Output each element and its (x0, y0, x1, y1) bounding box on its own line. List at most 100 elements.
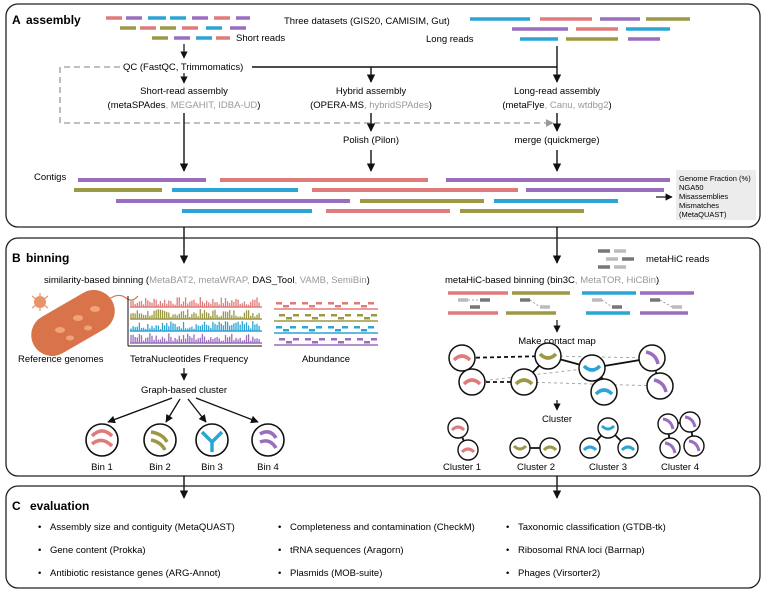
abundance-read (316, 326, 322, 329)
short-assembly-tools: (metaSPAdes, MEGAHIT, IDBA-UD) (108, 100, 261, 111)
short-reads-group (106, 16, 250, 40)
bullet: • (506, 545, 509, 556)
hybrid-assembly-title: Hybrid assembly (336, 86, 406, 97)
merge-label: merge (quickmerge) (515, 135, 600, 146)
bullet: • (278, 522, 281, 533)
evaluation-list: • Assembly size and contiguity (MetaQUAS… (38, 522, 666, 579)
arrow-to-bin1 (107, 397, 173, 424)
evaluation-item: Assembly size and contiguity (MetaQUAST) (50, 522, 235, 533)
tnf-label: TetraNucleotides Frequency (130, 354, 249, 365)
contact-network (448, 342, 674, 406)
abundance-read (312, 317, 318, 320)
paren: ( (310, 100, 314, 111)
contigs-label: Contigs (34, 172, 66, 183)
metric-item: NGA50 (679, 183, 704, 192)
metahic-binning-label: metaHiC-based binning (bin3C, MetaTOR, H… (445, 275, 659, 286)
tool-main: DAS_Tool (252, 275, 294, 286)
evaluation-item: tRNA sequences (Aragorn) (290, 545, 404, 556)
abundance-read (283, 329, 289, 332)
abundance-read (286, 341, 292, 344)
bin-label: Bin 2 (149, 462, 171, 473)
abundance-read (286, 317, 292, 320)
paren: ) (608, 100, 611, 111)
short-assembly-title: Short-read assembly (140, 86, 228, 97)
abundance-read (345, 314, 351, 317)
abundance-read (328, 302, 334, 305)
evaluation-item: Gene content (Prokka) (50, 545, 146, 556)
abundance-read (345, 338, 351, 341)
tnf-chart (127, 296, 262, 347)
label-suffix: ) (367, 275, 370, 286)
bullet: • (278, 568, 281, 579)
abundance-read (283, 305, 289, 308)
metric-item: Mismatches (679, 201, 719, 210)
tool-main: metaFlye (506, 100, 545, 111)
panel-b-title: binning (26, 251, 69, 265)
bin-label: Bin 4 (257, 462, 279, 473)
long-reads-group (470, 17, 690, 41)
hic-mapping (448, 291, 694, 315)
abundance-read (309, 329, 315, 332)
abundance-read (309, 305, 315, 308)
bullet: • (38, 545, 41, 556)
paren: ( (502, 100, 506, 111)
arrow-to-bin4 (195, 397, 259, 424)
evaluation-item: Plasmids (MOB-suite) (290, 568, 382, 579)
metahic-reads-icon (598, 249, 634, 269)
tool-alt: MetaTOR, HiCBin (580, 275, 656, 286)
abundance-read (302, 302, 308, 305)
bin-label: Bin 1 (91, 462, 113, 473)
abundance-read (354, 326, 360, 329)
abundance-read (316, 302, 322, 305)
abundance-read (293, 314, 299, 317)
abundance-read (276, 302, 282, 305)
panel-b-letter: B (12, 251, 21, 265)
contigs-group (74, 178, 670, 213)
bin-2-icon (143, 423, 177, 457)
panel-c-letter: C (12, 499, 21, 513)
abundance-read (279, 338, 285, 341)
abundance-read (368, 302, 374, 305)
hybrid-assembly-tools: (OPERA-MS, hybridSPAdes) (310, 100, 432, 111)
bacterium-icon (31, 290, 139, 356)
paren: ) (257, 100, 260, 111)
cluster-2-icon (509, 437, 561, 459)
metrics-box (676, 170, 756, 220)
abundance-read (279, 314, 285, 317)
datasets-label: Three datasets (GIS20, CAMISIM, Gut) (284, 16, 450, 27)
panel-a-frame (5, 3, 761, 228)
panel-c-title: evaluation (30, 499, 89, 513)
graph-cluster-label: Graph-based cluster (141, 385, 227, 396)
cluster-name: Cluster 2 (517, 462, 555, 473)
dashed-bypass-arrow (59, 66, 554, 127)
short-reads-label: Short reads (236, 33, 285, 44)
bullet: • (38, 522, 41, 533)
abundance-read (338, 317, 344, 320)
abundance-read (364, 317, 370, 320)
abundance-read (319, 338, 325, 341)
long-assembly-tools: (metaFlye, Canu, wtdbg2) (502, 100, 611, 111)
evaluation-item: Phages (Virsorter2) (518, 568, 600, 579)
abundance-read (357, 314, 363, 317)
abundance-read (335, 305, 341, 308)
tool-alt: , VAMB, SemiBin (294, 275, 366, 286)
abundance-read (331, 314, 337, 317)
arrow-to-bin2 (165, 398, 181, 423)
abundance-read (331, 338, 337, 341)
abundance-read (371, 338, 377, 341)
tool-alt: MEGAHIT, IDBA-UD (171, 100, 258, 111)
cluster-1-icon (447, 417, 479, 461)
tool-alt: MetaBAT2, metaWRAP, (149, 275, 252, 286)
metric-item: Misassemblies (679, 192, 728, 201)
abundance-read (354, 302, 360, 305)
label-prefix: metaHiC-based binning ( (445, 275, 551, 286)
abundance-read (305, 338, 311, 341)
abundance-chart (274, 302, 378, 346)
tool-main: bin3C (550, 275, 575, 286)
panel-c-frame (5, 485, 761, 589)
similarity-binning-label: similarity-based binning (MetaBAT2, meta… (44, 275, 370, 286)
abundance-read (276, 326, 282, 329)
abundance-read (290, 302, 296, 305)
evaluation-item: Taxonomic classification (GTDB-tk) (518, 522, 666, 533)
bullet: • (506, 568, 509, 579)
